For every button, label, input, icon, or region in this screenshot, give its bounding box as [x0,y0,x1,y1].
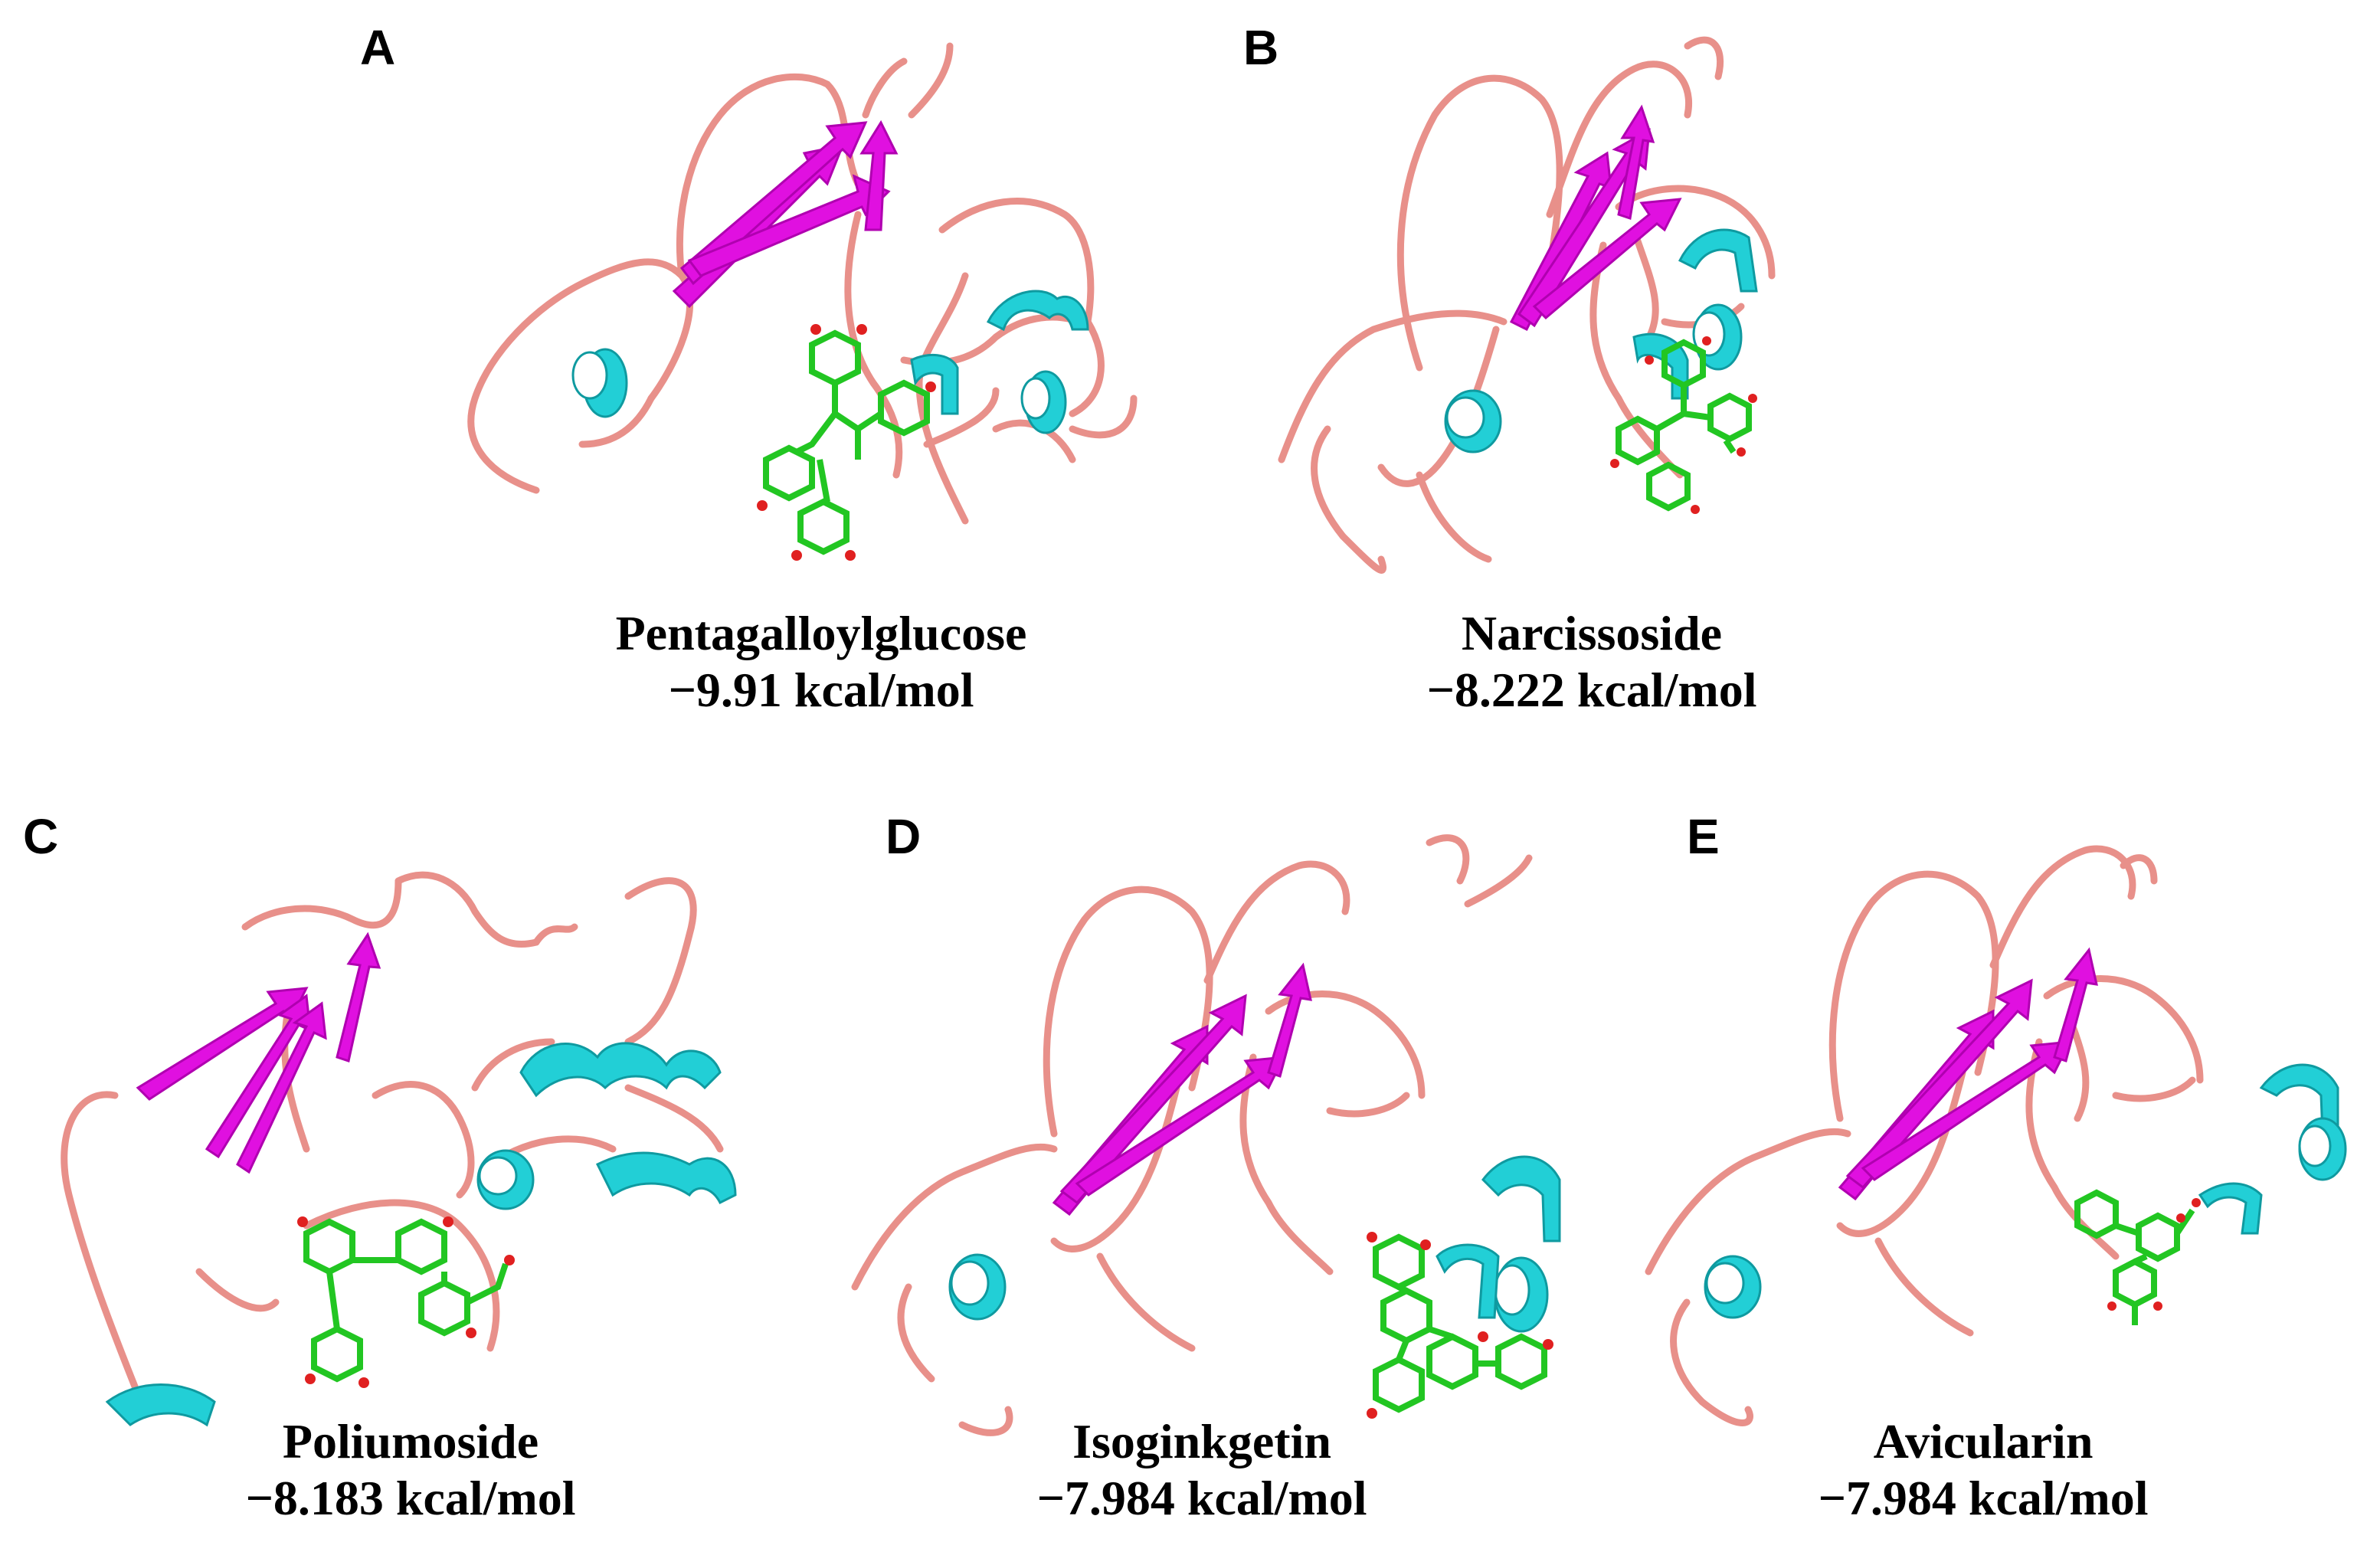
protein-coil [1278,36,1776,574]
compound-caption: Avicularin −7.984 kcal/mol [1639,1413,2328,1527]
ligand [2074,1189,2195,1325]
compound-caption: Narcissoside −8.222 kcal/mol [1247,605,1936,719]
panel-letter: A [360,20,396,75]
compound-name: Pentagalloylglucose [615,606,1027,660]
ligand-oxygen-atoms [757,324,936,561]
compound-caption: Isoginkgetin −7.984 kcal/mol [857,1413,1547,1527]
panel-letter: D [886,809,922,864]
ligand [1616,339,1752,512]
compound-caption: Poliumoside −8.183 kcal/mol [66,1413,755,1527]
binding-energy: −7.984 kcal/mol [1036,1471,1367,1525]
protein-beta-sheet [1838,947,2098,1201]
ligand [303,1218,509,1383]
compound-name: Narcissoside [1461,606,1723,660]
protein-helix [948,1155,1561,1333]
ligand-oxygen-atoms [297,1216,515,1388]
protein-helix [105,1042,737,1427]
ligand-oxygen-atoms [2107,1198,2201,1311]
compound-name: Avicularin [1873,1414,2094,1468]
panel-d: D [794,766,1587,1565]
panel-a: A [0,0,1190,766]
binding-energy: −9.91 kcal/mol [668,663,974,717]
protein-ligand-structure [1645,845,2347,1426]
protein-ligand-structure [851,834,1561,1436]
protein-coil [61,871,724,1398]
ligand [763,329,930,555]
compound-name: Poliumoside [282,1414,539,1468]
protein-beta-sheet [136,931,381,1174]
protein-helix [571,290,1089,434]
panel-b: B [1190,0,2380,766]
protein-coil [851,834,1533,1436]
protein-helix [1704,1063,2347,1319]
binding-energy: −8.222 kcal/mol [1426,663,1757,717]
ligand-oxygen-atoms [1610,336,1757,514]
panel-letter: E [1687,809,1720,864]
compound-caption: Pentagalloylglucose −9.91 kcal/mol [476,605,1166,719]
protein-ligand-structure [467,42,1138,561]
panel-c: C [0,766,794,1565]
protein-beta-sheet [1052,962,1312,1216]
ligand-oxygen-atoms [1367,1232,1553,1419]
protein-beta-sheet [1509,104,1682,332]
panel-letter: B [1243,20,1279,75]
protein-ligand-structure [61,871,737,1427]
compound-name: Isoginkgetin [1072,1414,1331,1468]
panel-e: E [1587,766,2380,1565]
protein-ligand-structure [1278,36,1776,574]
protein-beta-sheet [672,120,899,309]
binding-energy: −8.183 kcal/mol [245,1471,576,1525]
ligand [1373,1233,1547,1413]
binding-energy: −7.984 kcal/mol [1818,1471,2149,1525]
panel-letter: C [23,809,59,864]
